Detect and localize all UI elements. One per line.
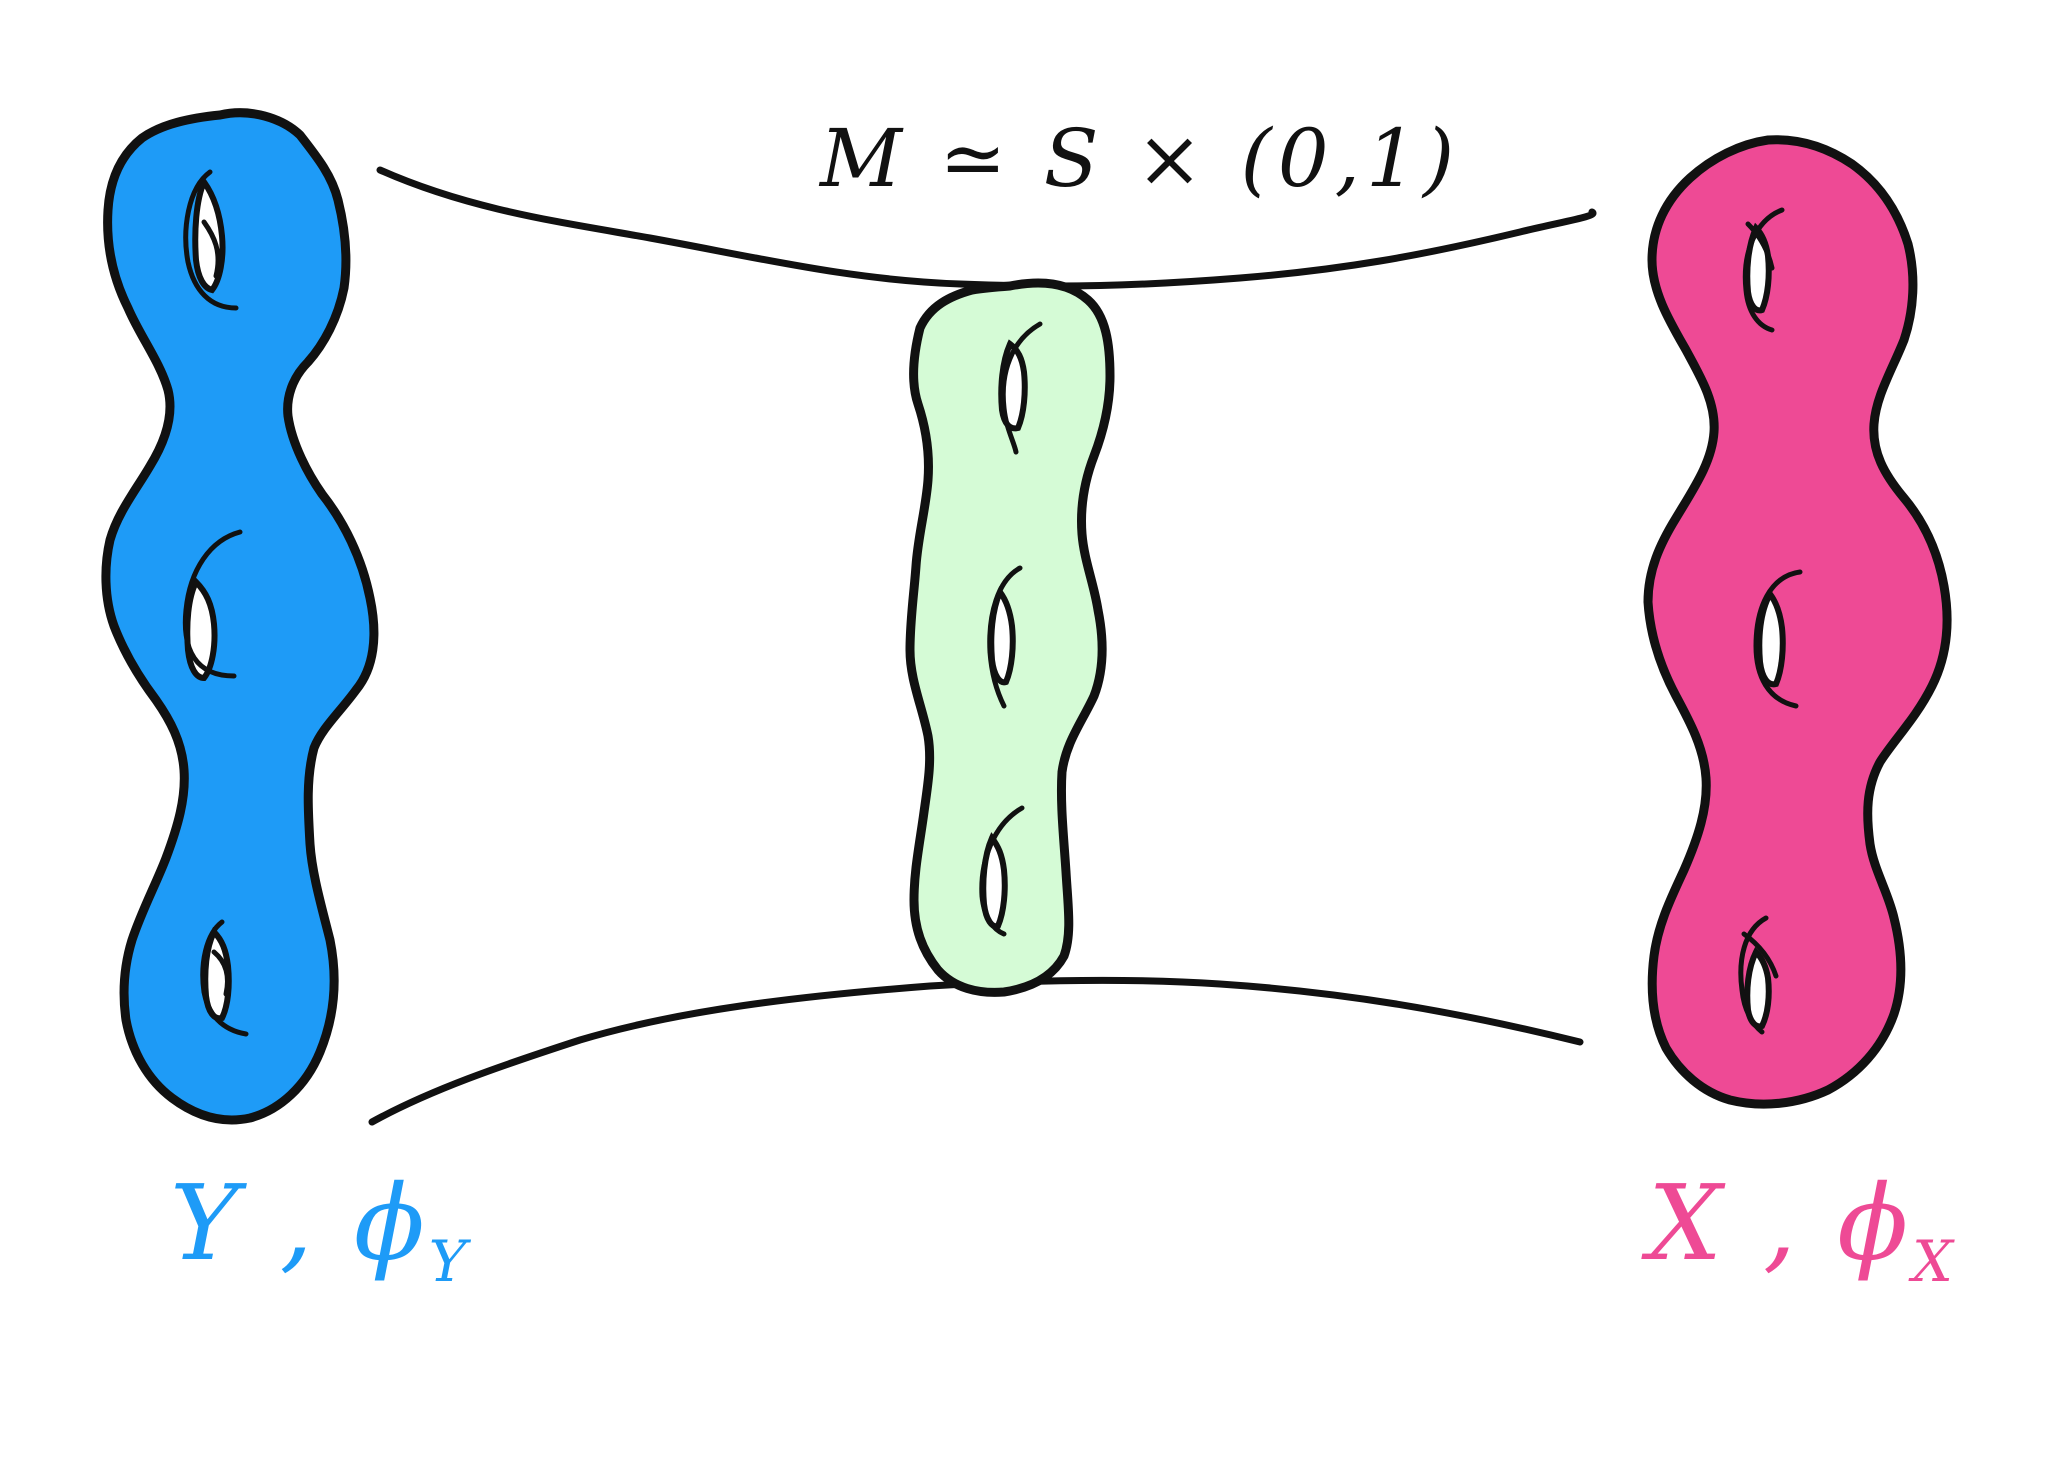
right-surface-body [1643,135,1952,1109]
right-surface-label-main: X , ϕ [1648,1162,1913,1284]
left-hole-bottom [202,926,232,1022]
cobordism-bottom-boundary [368,976,1584,1126]
left-surface-label-main: Y , ϕ [170,1162,429,1284]
right-surface [1643,135,1952,1109]
left-surface [101,108,379,1125]
right-surface-label: X , ϕX [1648,1162,1957,1295]
left-surface-body [101,108,379,1125]
cobordism-label: M ≃ S × (0,1) [820,112,1461,205]
left-surface-label: Y , ϕY [170,1162,471,1295]
right-hole-bottom [1744,946,1772,1030]
right-surface-label-sub: X [1912,1228,1957,1295]
right-hole-middle [1756,588,1786,688]
left-surface-label-sub: Y [428,1228,471,1295]
middle-surface [905,278,1115,997]
